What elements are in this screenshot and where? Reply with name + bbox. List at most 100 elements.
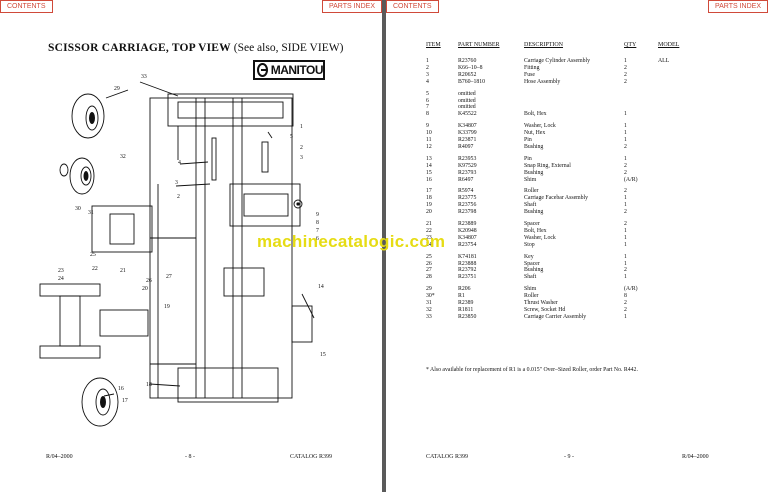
table-cell-part: K34807 (458, 123, 477, 130)
table-cell-qty: 1 (624, 313, 627, 320)
table-cell-desc: Carriage Facebar Assembly (524, 195, 589, 202)
table-cell-item: 20 (426, 209, 432, 216)
footer-date-left: R/04–2000 (46, 454, 73, 460)
right-page: CONTENTS PARTS INDEX ITEM PART NUMBER DE… (386, 0, 768, 492)
footnote: * Also available for replacement of R1 i… (426, 367, 638, 373)
table-cell-desc: Fuse (524, 71, 535, 78)
callout-2a: 2 (300, 145, 303, 151)
table-cell-desc: Stop (524, 241, 535, 248)
table-cell-qty: 1 (624, 130, 627, 137)
table-cell-desc: Snap Ring, External (524, 162, 571, 169)
callout-17: 17 (122, 398, 128, 404)
table-cell-item: 29 (426, 286, 432, 293)
manitou-logo: MANITOU (253, 60, 325, 80)
table-cell-item: 3 (426, 71, 429, 78)
table-cell-qty: 1 (624, 241, 627, 248)
table-cell-desc: Pin (524, 137, 532, 143)
table-cell-desc: Bolt, Hex (524, 111, 547, 118)
callout-33: 33 (141, 74, 147, 80)
table-cell-part: K20948 (458, 227, 477, 234)
table-cell-qty: 1 (624, 260, 627, 267)
title-bold: SCISSOR CARRIAGE, TOP VIEW (48, 42, 231, 54)
table-cell-part: R6497 (458, 176, 474, 183)
footer-page-right: - 9 - (564, 454, 574, 460)
table-cell-desc: Carriage Carrier Assembly (524, 313, 587, 320)
callout-19: 19 (164, 304, 170, 310)
parts-index-link-right[interactable]: PARTS INDEX (707, 0, 768, 13)
table-cell-item: 4 (426, 78, 429, 85)
callout-24: 24 (58, 276, 64, 282)
table-cell-desc: Roller (524, 188, 539, 195)
footer-catalog-left: CATALOG R399 (290, 454, 333, 460)
table-cell-part: R4097 (458, 143, 474, 150)
table-cell-item: 23 (426, 234, 432, 241)
contents-link-left[interactable]: CONTENTS (0, 0, 53, 13)
table-cell-desc: Bushing (524, 209, 544, 216)
table-cell-qty: 1 (624, 234, 627, 241)
header-qty: QTY (624, 42, 637, 48)
table-cell-qty: (A/R) (624, 176, 638, 183)
callout-26: 26 (146, 278, 152, 284)
callout-29: 29 (114, 86, 120, 92)
table-cell-qty: 1 (624, 111, 627, 118)
scissor-carriage-diagram (39, 81, 315, 427)
parts-index-link-left[interactable]: PARTS INDEX (321, 0, 382, 13)
table-cell-qty: 1 (624, 58, 627, 64)
table-cell-part: R2389 (458, 300, 474, 306)
table-cell-part: R23850 (458, 313, 477, 320)
table-cell-qty: 1 (624, 137, 627, 143)
table-cell-part: R23756 (458, 202, 477, 209)
table-cell-item: 24 (426, 241, 432, 248)
table-cell-part: R20652 (458, 71, 477, 78)
table-cell-desc: Shim (524, 286, 537, 293)
footer-date-right: R/04–2000 (682, 454, 709, 460)
table-cell-part: R1 (458, 293, 465, 300)
table-cell-desc: Bushing (524, 267, 544, 274)
table-cell-desc: Spacer (524, 260, 540, 267)
table-cell-item: 31 (426, 300, 432, 306)
table-cell-item: 16 (426, 176, 432, 183)
page-title: SCISSOR CARRIAGE, TOP VIEW (See also, SI… (48, 42, 343, 54)
table-cell-item: 28 (426, 274, 432, 281)
table-cell-desc: Bolt, Hex (524, 227, 547, 234)
table-cell-desc: Bushing (524, 169, 544, 176)
table-cell-part: R23798 (458, 209, 477, 216)
table-cell-qty: 2 (624, 221, 627, 227)
table-cell-part: omitted (458, 97, 476, 104)
callout-21: 21 (120, 268, 126, 274)
table-cell-item: 27 (426, 267, 432, 274)
manitou-logo-icon (257, 63, 268, 77)
table-cell-part: R23888 (458, 260, 477, 267)
callout-16: 16 (118, 386, 124, 392)
table-cell-qty: 1 (624, 195, 627, 202)
header-model: MODEL (658, 42, 680, 48)
table-cell-part: R23953 (458, 155, 477, 162)
table-cell-qty: 2 (624, 300, 627, 306)
callout-15: 15 (320, 352, 326, 358)
callout-6: 6 (316, 236, 319, 242)
table-cell-item: 6 (426, 97, 429, 104)
table-cell-desc: Washer, Lock (524, 123, 556, 130)
table-cell-desc: Nut, Hex (524, 130, 546, 137)
contents-link-right[interactable]: CONTENTS (386, 0, 439, 13)
callout-27: 27 (166, 274, 172, 280)
table-cell-item: 32 (426, 306, 432, 313)
table-cell-item: 7 (426, 104, 429, 111)
table-cell-desc: Bushing (524, 143, 544, 150)
footer-page-left: - 8 - (185, 454, 195, 460)
table-cell-desc: Key (524, 253, 534, 260)
manitou-logo-text: MANITOU (270, 63, 324, 77)
table-cell-part: R5974 (458, 188, 474, 195)
table-cell-item: 25 (426, 253, 432, 260)
table-cell-part: R23871 (458, 137, 477, 143)
table-cell-qty: 1 (624, 274, 627, 281)
left-page: CONTENTS PARTS INDEX SCISSOR CARRIAGE, T… (0, 0, 382, 492)
table-cell-qty: 2 (624, 209, 627, 216)
table-cell-item: 8 (426, 111, 429, 118)
table-cell-part: R1811 (458, 306, 474, 313)
callout-3a: 3 (300, 155, 303, 161)
table-cell-part: R23792 (458, 267, 477, 274)
table-cell-qty: 2 (624, 306, 627, 313)
table-cell-qty: 2 (624, 169, 627, 176)
table-cell-item: 26 (426, 260, 432, 267)
